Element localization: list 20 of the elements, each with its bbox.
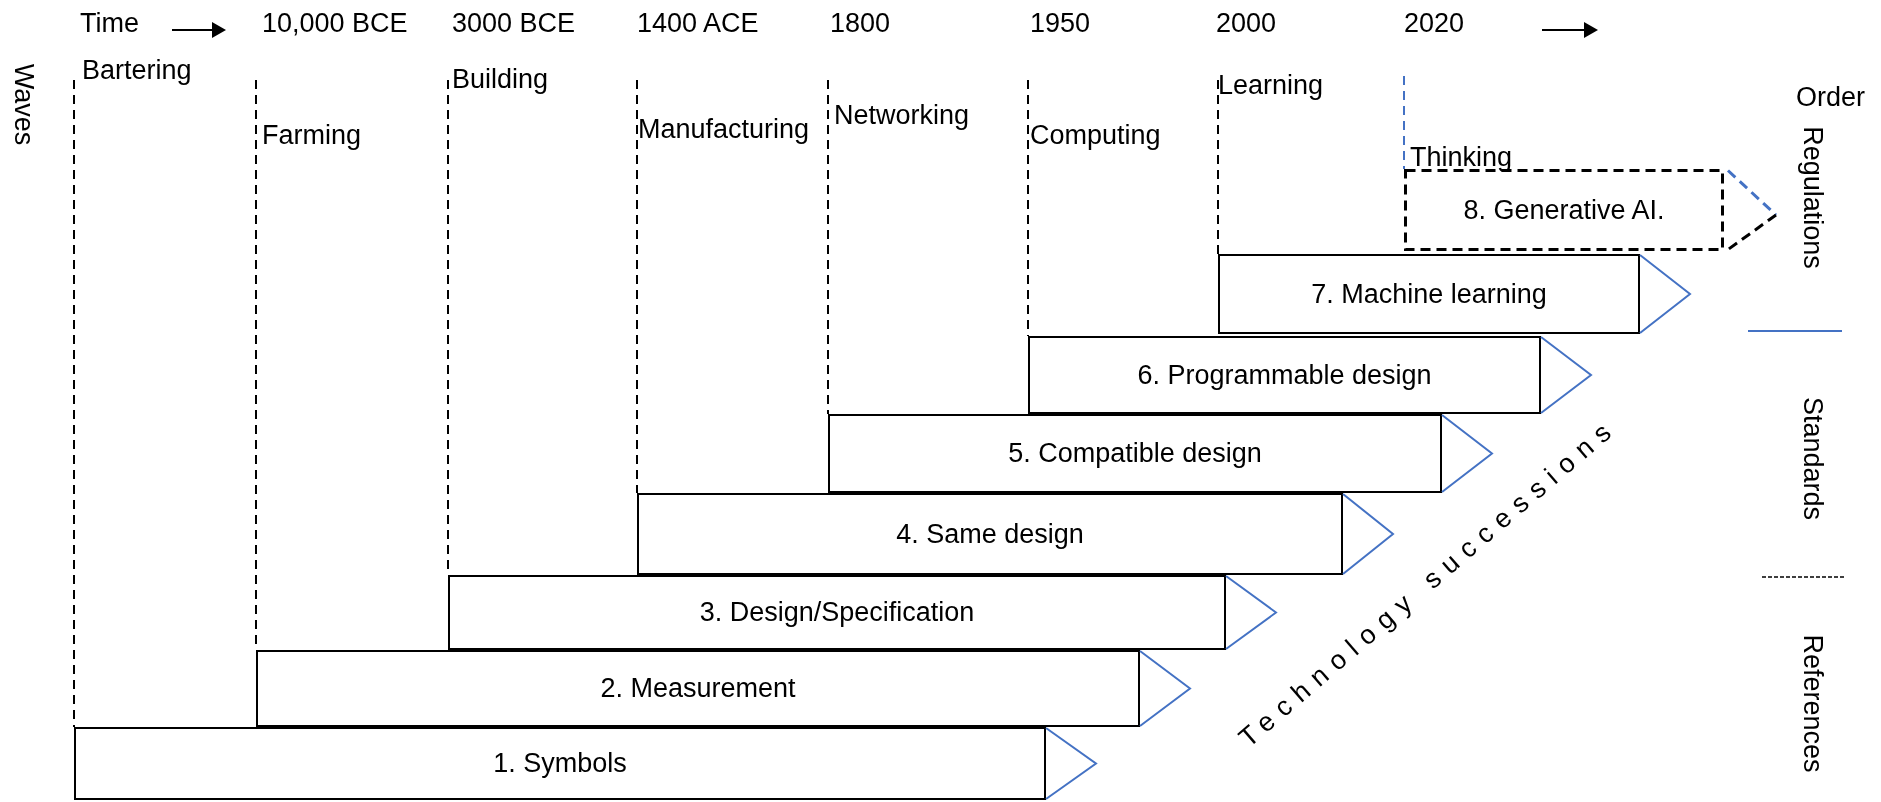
wave-label: Manufacturing xyxy=(638,114,810,146)
year-label: 3000 BCE xyxy=(452,8,576,40)
year-label: 2020 xyxy=(1404,8,1465,40)
wave-label: Networking xyxy=(834,100,970,132)
year-label: 1950 xyxy=(1030,8,1091,40)
year-label: 10,000 BCE xyxy=(262,8,408,40)
wave-label: Farming xyxy=(262,120,362,152)
category-label: Order xyxy=(1796,82,1866,114)
year-label: 1800 xyxy=(830,8,891,40)
category-label: Regulations xyxy=(1796,125,1828,269)
year-label: 2000 xyxy=(1216,8,1277,40)
axis-label: Time xyxy=(80,8,139,40)
wave-label: Learning xyxy=(1218,70,1324,102)
category-label: Standards xyxy=(1796,396,1828,520)
year-label: 1400 ACE xyxy=(637,8,759,40)
wave-label: Computing xyxy=(1030,120,1161,152)
wave-label: Bartering xyxy=(82,55,192,87)
axis-label: Waves xyxy=(8,63,40,145)
category-label: References xyxy=(1796,634,1828,773)
wave-label: Building xyxy=(452,64,549,96)
